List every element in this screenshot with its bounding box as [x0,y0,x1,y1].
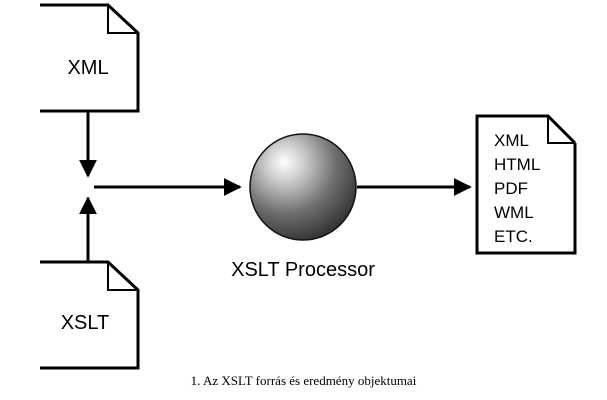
processor-label: XSLT Processor [231,259,375,281]
output-line: ETC. [494,227,533,246]
figure-caption: 1. Az XSLT forrás és eredmény objektumai [190,373,417,388]
xslt-document: XSLT [40,260,140,370]
xml-document: XML [40,3,140,113]
xslt-processor-sphere [249,133,357,241]
output-line: HTML [494,155,540,174]
output-line: XML [494,131,529,150]
xml-document-label: XML [67,57,108,79]
xslt-document-label: XSLT [61,312,110,334]
output-line: PDF [494,179,528,198]
output-line: WML [494,203,534,222]
output-document: XML HTML PDF WML ETC. [475,114,577,255]
